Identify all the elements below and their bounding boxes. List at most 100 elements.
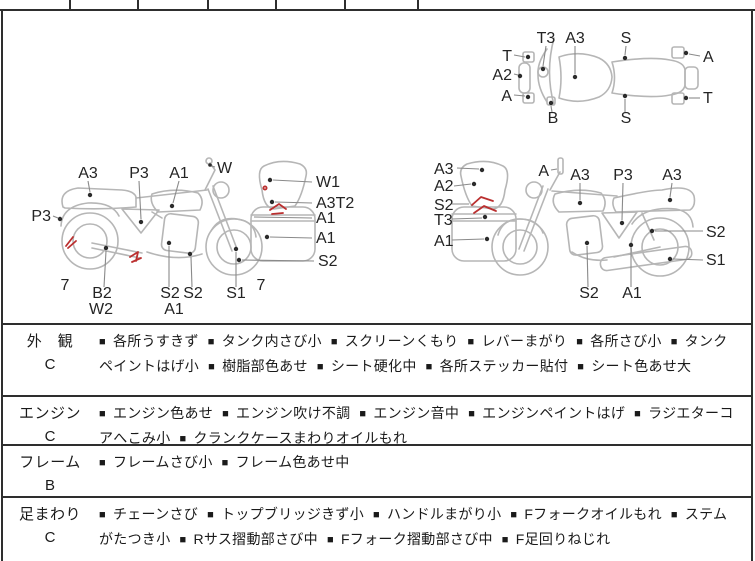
diagram-label-t3-screen: T3: [434, 212, 453, 229]
item-bullet: ■: [316, 361, 324, 373]
condition-item: 各所ステッカー貼付: [439, 358, 569, 374]
section-items: ■チェーンさび■トップブリッジきず小■ハンドルまがり小■Fフォークオイルもれ■ス…: [97, 498, 751, 561]
left-side-leaders: [52, 163, 315, 288]
diagram-label-a1-tank: A1: [169, 165, 189, 182]
damage-mark: [65, 236, 77, 249]
diagram-area: T3 A3 S T A2 A A T B S: [3, 11, 751, 323]
diagram-label-a-mirror: A: [538, 163, 549, 180]
section-undercarriage: 足まわり C ■チェーンさび■トップブリッジきず小■ハンドルまがり小■Fフォーク…: [3, 496, 751, 561]
condition-item: タンクペイントはげ小: [99, 333, 728, 374]
diagram-label-w1: W1: [316, 174, 340, 191]
section-label-col: フレーム B: [3, 446, 97, 496]
damage-mark: [269, 203, 287, 215]
damage-mark: [471, 196, 494, 206]
left-side-damage-marks: [65, 185, 287, 263]
left-side-labels: A3 P3 A1 W P3 W1 A3T2 A1 A1 S2 7 B2 W2 S…: [31, 160, 354, 318]
top-view-labels: T3 A3 S T A2 A A T B S: [492, 30, 714, 127]
section-name: 外 観: [26, 333, 74, 350]
condition-item: Fフォーク摺動部さび中: [340, 531, 493, 547]
condition-item: エンジンペイントはげ: [482, 405, 626, 421]
item-bullet: ■: [634, 408, 642, 420]
condition-item: 各所さび小: [590, 333, 662, 349]
item-bullet: ■: [179, 433, 187, 445]
diagram-label-a2-screen: A2: [434, 178, 454, 195]
diagram-label-a3-seat: A3: [78, 165, 98, 182]
diagram-label-a1-cowl: A1: [434, 233, 454, 250]
item-bullet: ■: [670, 336, 678, 348]
cutoff-table-row: [0, 0, 755, 11]
diagram-label-a3: A3: [565, 30, 585, 47]
section-grade: B: [44, 477, 55, 494]
item-bullet: ■: [326, 534, 334, 546]
item-bullet: ■: [576, 336, 584, 348]
section-exterior: 外 観 C ■ 各所うすきず ■ タンク内さび小 ■ スクリーンくもり ■ レバーまがり ■ 各所…: [3, 323, 751, 395]
item-bullet: ■: [359, 408, 367, 420]
item-bullet: ■: [373, 509, 380, 521]
diagram-label-b2: B2: [92, 285, 112, 302]
condition-item: エンジン吹け不調: [236, 405, 351, 421]
condition-item: ラジエターコアへこみ小: [99, 405, 734, 446]
diagram-label-p3-mid: P3: [129, 165, 149, 182]
diagram-label-a-left: A: [501, 88, 512, 105]
section-frame: フレーム B ■フレームさび小■フレーム色あせ中: [3, 444, 751, 496]
item-bullet: ■: [208, 361, 216, 373]
diagram-label-p3: P3: [613, 167, 633, 184]
condition-item: スクリーンくもり: [344, 333, 459, 349]
table-divider: [417, 0, 419, 9]
item-bullet: ■: [207, 336, 215, 348]
diagram-label-s2-cowl: S2: [318, 253, 338, 270]
item-bullet: ■: [467, 336, 475, 348]
condition-item: シート硬化中: [330, 358, 417, 374]
section-name: エンジン: [18, 405, 81, 422]
item-bullet: ■: [510, 509, 518, 521]
diagram-label-a-right: A: [703, 49, 714, 66]
damage-mark: [262, 185, 268, 191]
item-bullet: ■: [179, 534, 187, 546]
diagram-label-a2: A2: [492, 67, 512, 84]
condition-item: ハンドルまがり小: [386, 506, 502, 522]
condition-item: レバーまがり: [481, 333, 568, 349]
diagram-label-s-top: S: [621, 30, 632, 47]
diagram-label-s2-shock: S2: [706, 224, 726, 241]
table-divider: [207, 0, 209, 9]
diagram-label-seven-right: 7: [257, 277, 266, 294]
diagram-label-a1-screen: A1: [316, 210, 336, 227]
condition-item: Rサス摺動部さび中: [193, 531, 318, 547]
damage-mark: [129, 251, 142, 263]
section-name: フレーム: [19, 454, 81, 471]
table-divider: [137, 0, 139, 9]
diagram-label-a1-cowl: A1: [316, 230, 336, 247]
condition-item: トップブリッジきず小: [221, 506, 365, 522]
condition-item: クランクケースまわりオイルもれ: [193, 430, 408, 446]
item-bullet: ■: [99, 336, 106, 348]
condition-item: シート色あせ大: [591, 358, 692, 374]
item-bullet: ■: [330, 336, 338, 348]
diagram-label-a3-tail: A3: [662, 167, 682, 184]
section-items: ■エンジン色あせ■エンジン吹け不調■エンジン音中■エンジンペイントはげ■ラジエタ…: [97, 397, 751, 446]
condition-item: タンク内さび小: [221, 333, 322, 349]
right-side-leaders: [451, 167, 704, 288]
condition-item: F足回りねじれ: [515, 531, 611, 547]
diagram-label-s1: S1: [226, 285, 246, 302]
section-grade: C: [44, 356, 56, 373]
section-name: 足まわり: [18, 506, 81, 523]
item-bullet: ■: [222, 408, 230, 420]
section-items: ■フレームさび小■フレーム色あせ中: [97, 446, 751, 496]
diagram-label-t-left: T: [502, 48, 512, 65]
condition-item: ステムがたつき小: [99, 506, 728, 547]
section-grade: C: [44, 529, 56, 546]
item-bullet: ■: [577, 361, 585, 373]
condition-item: 各所うすきず: [112, 333, 199, 349]
condition-item: エンジン色あせ: [112, 405, 214, 421]
sheet-body: T3 A3 S T A2 A A T B S: [1, 11, 753, 561]
item-bullet: ■: [468, 408, 476, 420]
section-label-col: 外 観 C: [3, 325, 97, 395]
diagram-label-s2-screen: S2: [434, 197, 454, 214]
diagram-label-w2: W2: [89, 301, 113, 318]
damage-mark: [473, 205, 497, 214]
diagram-label-t-right: T: [703, 90, 713, 107]
section-label-col: 足まわり C: [3, 498, 97, 561]
condition-item: 樹脂部色あせ: [222, 358, 308, 374]
item-bullet: ■: [221, 457, 229, 469]
